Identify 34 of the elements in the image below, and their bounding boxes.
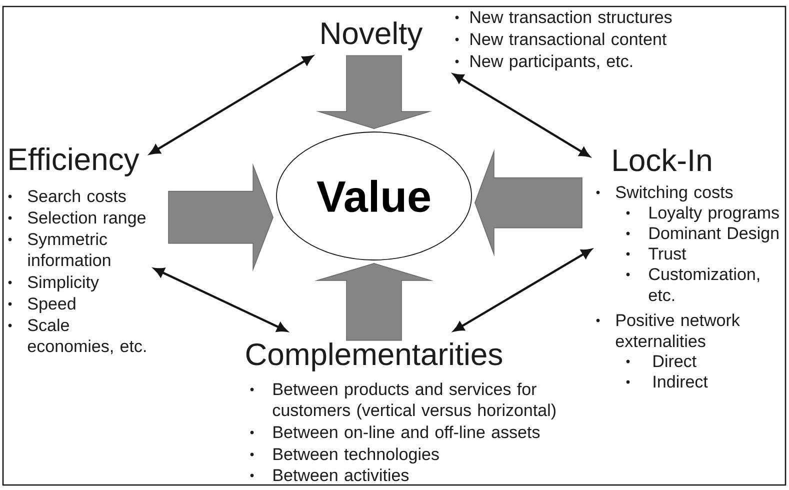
list-item: New transactional content <box>470 32 667 46</box>
list-item: Between activities <box>274 468 409 482</box>
double-arrow <box>452 73 590 158</box>
list-item: Speed <box>28 297 76 314</box>
list-item: Between on-line and off-line assets <box>274 426 540 438</box>
list-item: New participants, etc. <box>470 54 632 71</box>
block-arrow <box>474 149 582 257</box>
list-item: Direct <box>654 354 696 368</box>
list-item: Between technologies <box>274 448 439 464</box>
list-item: Scale economies, etc. <box>28 318 146 354</box>
list-item: Indirect <box>654 375 708 388</box>
heading: Complementarities <box>246 342 502 372</box>
list-item: New transaction structures <box>470 10 672 24</box>
list-item: Positive network externalities <box>616 314 740 348</box>
double-arrow <box>154 268 288 332</box>
list-item: Selection range <box>28 211 146 228</box>
list-item: Simplicity <box>28 276 99 292</box>
list-item: Trust <box>648 248 686 260</box>
heading: Novelty <box>322 22 423 50</box>
block-arrow <box>314 263 434 341</box>
list-item: Search costs <box>28 190 126 202</box>
list-item: Between products and services for customers (vertical versus horizontal) <box>272 382 556 420</box>
list-item: Loyalty programs <box>650 206 779 222</box>
double-arrow <box>150 55 314 154</box>
heading: Efficiency <box>10 148 140 176</box>
double-arrow <box>454 248 592 332</box>
heading: Lock-In <box>614 148 711 172</box>
block-arrow <box>168 163 274 272</box>
list-item: Switching costs <box>616 186 733 202</box>
ellipse-node: Value <box>276 132 472 260</box>
list-item: Dominant Design <box>650 226 778 243</box>
list-item: Symmetric information <box>28 232 110 266</box>
list-item: Customization, etc. <box>648 268 760 302</box>
block-arrow <box>316 55 432 129</box>
